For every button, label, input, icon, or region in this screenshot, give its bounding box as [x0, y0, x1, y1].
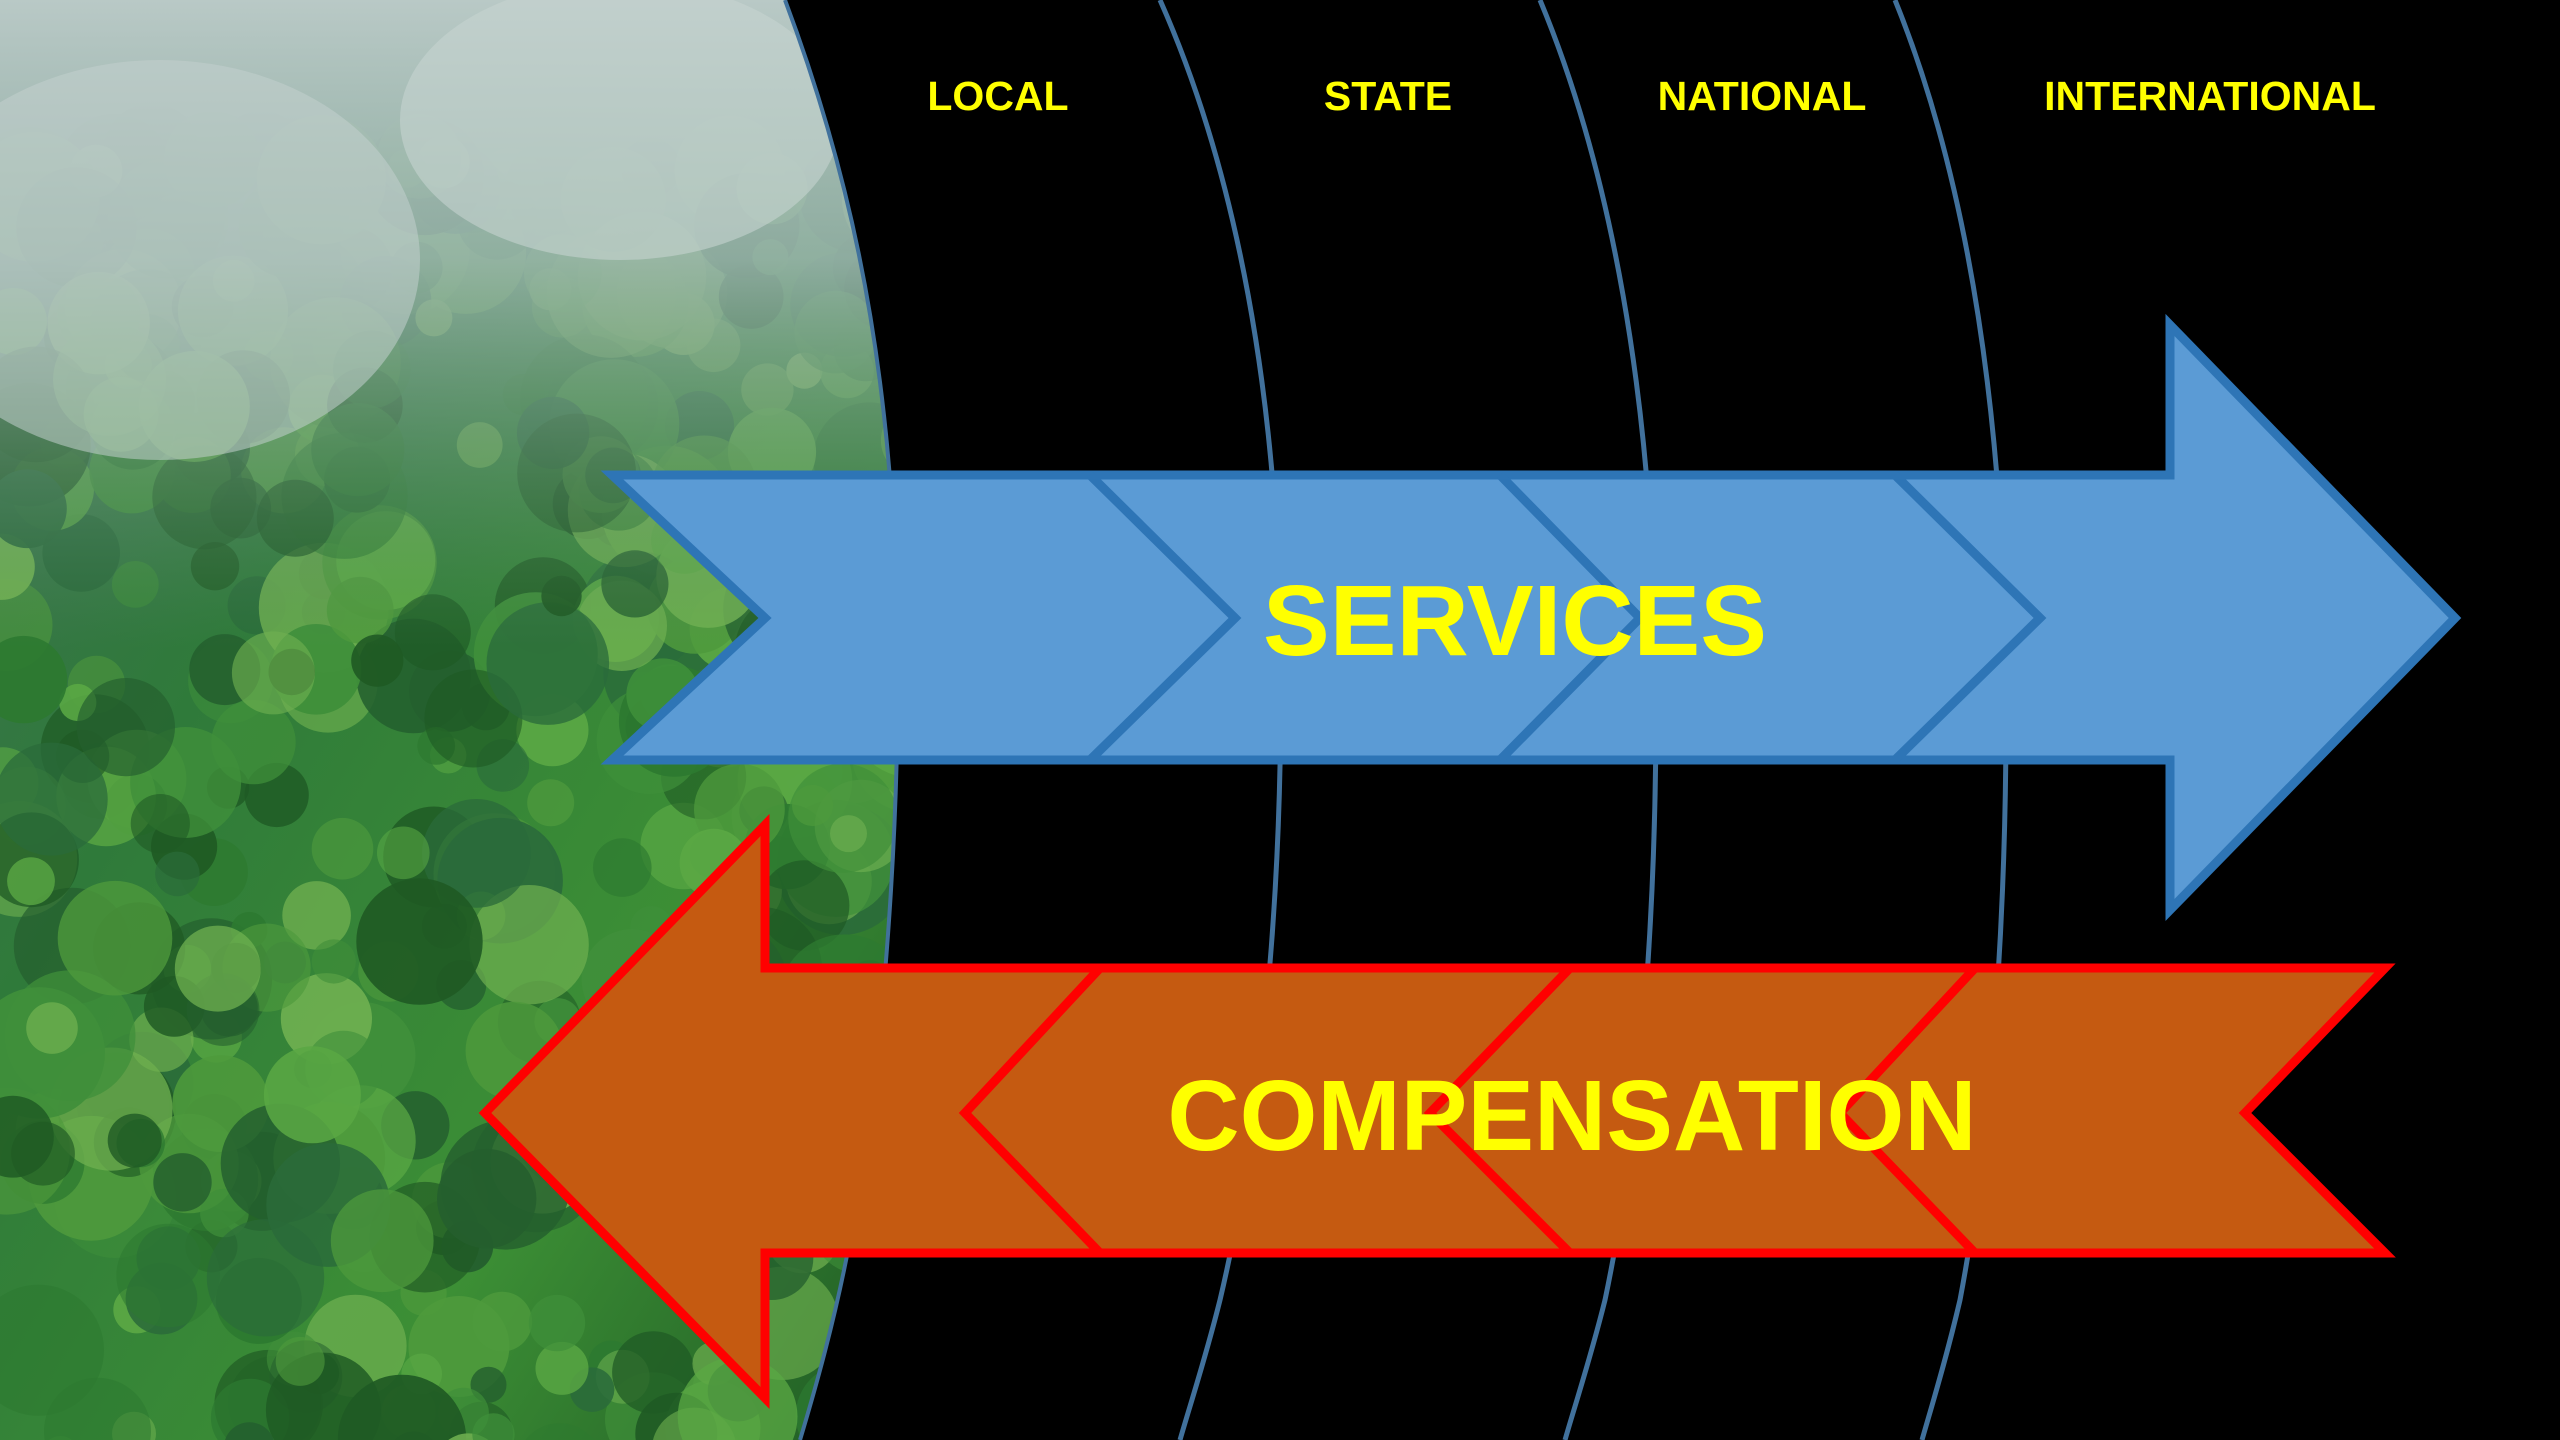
tree-foliage: [900, 150, 938, 188]
level-label-international: INTERNATIONAL: [2044, 73, 2376, 119]
level-label-national: NATIONAL: [1658, 73, 1867, 119]
tree-foliage: [850, 122, 898, 199]
tree-foliage: [878, 134, 898, 180]
compensation-chevron-3: [1833, 964, 1979, 1257]
tree-foliage: [880, 402, 898, 478]
services-arrow: SERVICES: [600, 313, 2462, 922]
tree-foliage: [831, 1314, 898, 1433]
compensation-arrow: COMPENSATION: [478, 813, 2396, 1410]
compensation-chevron-2: [1423, 964, 1574, 1257]
divider-local-state: [1157, 0, 1284, 1440]
services-chevron-2: [1496, 471, 1647, 764]
level-label-state: STATE: [1324, 73, 1452, 119]
forest-edge-line: [783, 0, 900, 1440]
compensation-chevron-1: [958, 964, 1104, 1257]
level-label-local: LOCAL: [927, 73, 1068, 119]
compensation-label: COMPENSATION: [1167, 1060, 1976, 1172]
divider-national-international: [1892, 0, 2009, 1440]
services-arrow-body: [600, 313, 2462, 922]
divider-state-national: [1537, 0, 1659, 1440]
tree-foliage: [841, 133, 898, 262]
services-chevron-1: [1086, 471, 1242, 764]
services-chevron-3: [1891, 471, 2047, 764]
services-label: SERVICES: [1263, 565, 1767, 677]
